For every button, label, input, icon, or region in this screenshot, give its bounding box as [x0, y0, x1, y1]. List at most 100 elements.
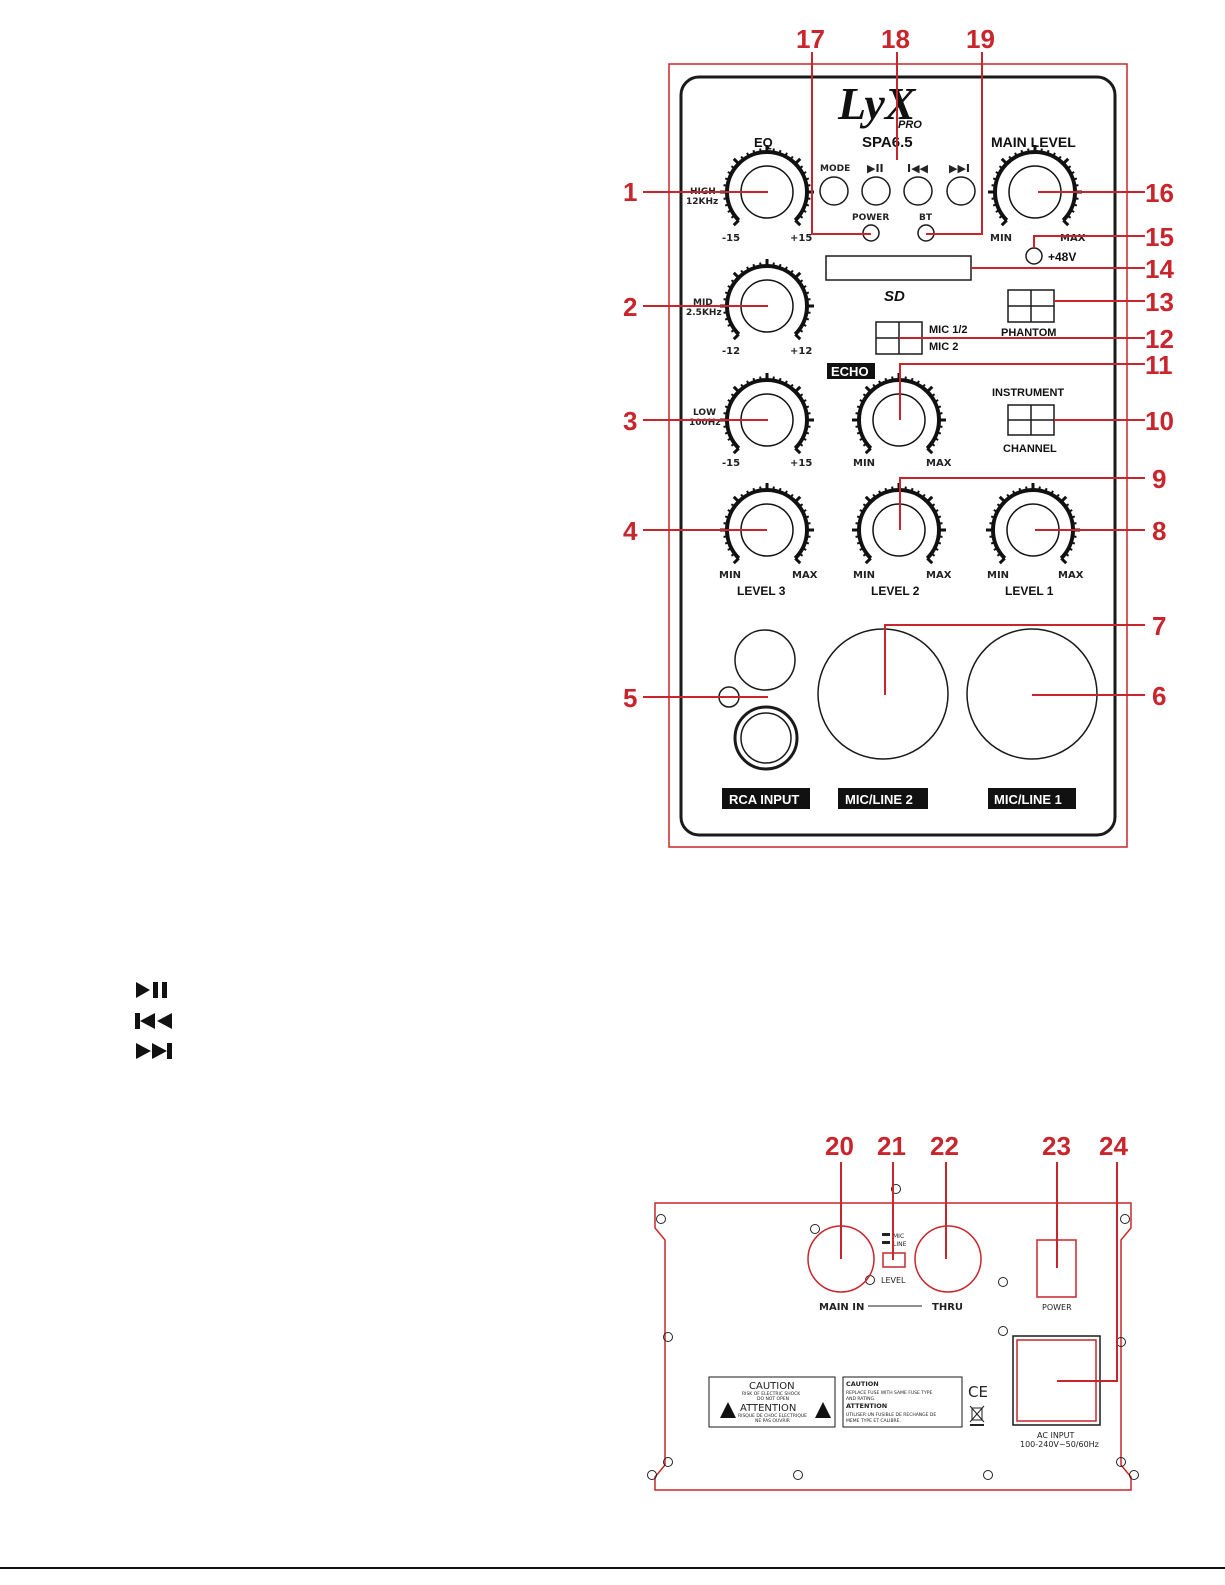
level-line-label: LINE	[893, 1241, 907, 1248]
play-pause-label: ▶II	[867, 162, 884, 175]
level3-min: MIN	[719, 570, 741, 581]
callout-12: 12	[1145, 324, 1174, 354]
callout-20: 20	[825, 1131, 854, 1161]
mic-line-1-label-bg	[988, 788, 1076, 809]
low-min: -15	[722, 458, 740, 469]
callout-2: 2	[623, 292, 637, 322]
phantom-switch[interactable]	[1007, 289, 1055, 323]
high-max: +15	[790, 233, 812, 244]
rear-leader-lines	[840, 1162, 1118, 1382]
callout-17: 17	[796, 24, 825, 54]
eq-high-knob[interactable]	[720, 145, 814, 227]
level1-min: MIN	[987, 570, 1009, 581]
warning-triangle-left-icon	[720, 1402, 736, 1418]
next-button[interactable]	[946, 176, 976, 206]
caution-left-title2: ATTENTION	[740, 1403, 796, 1414]
top-leader-lines	[643, 52, 1145, 698]
level-line-mark	[882, 1241, 890, 1244]
ac-input-label-1: AC INPUT	[1037, 1431, 1074, 1440]
channel-label: CHANNEL	[1003, 443, 1057, 455]
callout-22: 22	[930, 1131, 959, 1161]
mid-min: -12	[722, 346, 740, 357]
rca-jack-bottom[interactable]	[733, 705, 799, 771]
prev-button[interactable]	[903, 176, 933, 206]
level3-max: MAX	[792, 570, 818, 581]
play-pause-icon	[136, 982, 167, 998]
screw-hole	[983, 1470, 993, 1480]
echo-min: MIN	[853, 458, 875, 469]
mode-button[interactable]	[819, 176, 849, 206]
rear-panel-outline	[654, 1202, 1132, 1491]
prev-label: I◀◀	[907, 162, 929, 175]
caution-left-line1: RISK OF ELECTRIC SHOCK	[742, 1391, 801, 1397]
high-label-2: 12KHz	[686, 197, 718, 207]
level2-min: MIN	[853, 570, 875, 581]
level2-title: LEVEL 2	[871, 584, 920, 598]
main-level-title: MAIN LEVEL	[991, 134, 1076, 150]
callout-4: 4	[623, 516, 638, 546]
callout-18: 18	[881, 24, 910, 54]
level-mic-label: MIC	[893, 1233, 904, 1240]
rca-jack-top[interactable]	[734, 629, 796, 691]
power-led-label: POWER	[852, 213, 889, 223]
main-in-label: MAIN IN	[819, 1302, 864, 1313]
level3-knob[interactable]	[720, 483, 814, 565]
thru-connector[interactable]	[914, 1225, 982, 1293]
caution-left-line3: RISQUE DE CHOC ELECTRIQUE	[738, 1413, 807, 1419]
logo-sub: PRO	[898, 119, 922, 131]
high-min: -15	[722, 233, 740, 244]
callout-23: 23	[1042, 1131, 1071, 1161]
level-mic-mark	[882, 1233, 890, 1236]
sd-card-slot[interactable]	[825, 255, 972, 281]
phantom-led	[1025, 247, 1043, 265]
model-name: SPA6.5	[862, 134, 913, 151]
eq-low-knob[interactable]	[720, 373, 814, 455]
callout-5: 5	[623, 683, 637, 713]
level3-title: LEVEL 3	[737, 584, 786, 598]
main-max: MAX	[1060, 233, 1086, 244]
callout-1: 1	[623, 177, 637, 207]
mic-line-2-jack[interactable]	[817, 628, 949, 760]
play-pause-button[interactable]	[861, 176, 891, 206]
rca-input-label: RCA INPUT	[729, 792, 799, 807]
instrument-switch[interactable]	[1007, 404, 1055, 436]
previous-track-icon	[135, 1013, 172, 1029]
rca-input-label-bg	[722, 788, 810, 809]
callout-19: 19	[966, 24, 995, 54]
callout-10: 10	[1145, 406, 1174, 436]
screw-hole	[1120, 1214, 1130, 1224]
screw-hole	[647, 1470, 657, 1480]
mic-selector-label-1: MIC 1/2	[929, 324, 968, 336]
callout-21: 21	[877, 1131, 906, 1161]
ce-mark: CE	[968, 1383, 988, 1401]
screw-hole	[1116, 1457, 1126, 1467]
warning-triangle-right-icon	[815, 1402, 831, 1418]
low-max: +15	[790, 458, 812, 469]
level1-max: MAX	[1058, 570, 1084, 581]
screw-hole	[663, 1457, 673, 1467]
eq-mid-knob[interactable]	[720, 259, 814, 341]
weee-bin-icon	[969, 1405, 985, 1426]
screw-hole	[891, 1184, 901, 1194]
callout-8: 8	[1152, 516, 1166, 546]
echo-label-bg	[827, 363, 875, 379]
level1-title: LEVEL 1	[1005, 584, 1054, 598]
bt-led-label: BT	[919, 213, 933, 223]
callout-24: 24	[1099, 1131, 1128, 1161]
mode-label: MODE	[820, 164, 850, 174]
screw-hole	[810, 1224, 820, 1234]
brand-logo: LyX PRO SPA6.5	[837, 78, 922, 151]
level1-knob[interactable]	[986, 483, 1080, 565]
next-track-icon	[136, 1043, 172, 1059]
main-level-knob[interactable]	[988, 145, 1082, 227]
echo-title: ECHO	[831, 364, 869, 379]
caution-label-right	[842, 1376, 963, 1428]
level-label: LEVEL	[881, 1276, 906, 1285]
caution-right-line2: AND RATING.	[846, 1396, 875, 1402]
sd-logo: SD	[884, 288, 905, 305]
thru-label: THRU	[932, 1302, 963, 1313]
mic-line-2-label: MIC/LINE 2	[845, 792, 913, 807]
screw-hole	[663, 1332, 673, 1342]
caution-right-title2: ATTENTION	[846, 1402, 887, 1410]
